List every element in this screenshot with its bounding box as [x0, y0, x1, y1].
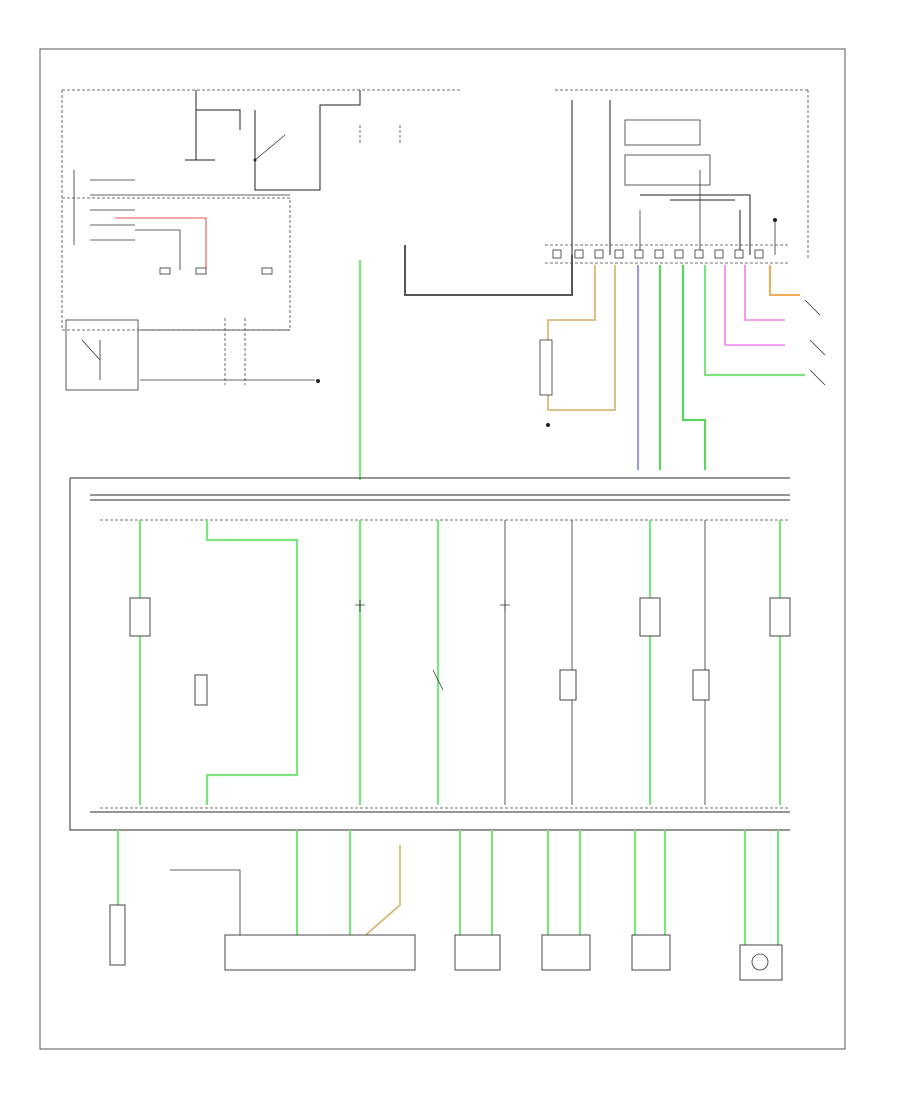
relay-switch	[254, 134, 286, 161]
relay-module-box	[65, 319, 139, 391]
door-lock-switch-1	[129, 597, 151, 637]
ground-point-a	[316, 379, 320, 383]
ground-point-b	[773, 218, 777, 222]
switch-pink-wire	[115, 217, 207, 270]
tan-connector	[539, 339, 553, 396]
switch-gray-wire	[135, 229, 181, 270]
relay-body	[254, 90, 361, 191]
bottom-switch-2	[541, 934, 591, 971]
door-lock-switch-3	[639, 597, 661, 637]
combo-switch-conn-3	[261, 267, 273, 275]
tan-wire-right-2	[547, 265, 616, 411]
bottom-lamp-box	[739, 944, 783, 981]
lamp-icon-2	[500, 600, 510, 612]
green-wire-r2	[681, 265, 707, 470]
bottom-switch-1	[454, 934, 501, 971]
right-relay-inner	[624, 154, 711, 186]
junction-box-outline	[69, 477, 790, 831]
magenta-wire	[724, 265, 785, 346]
right-relay-box	[624, 119, 701, 146]
spiral-cable-conn	[109, 904, 126, 966]
relay-contact	[253, 158, 257, 162]
door-lock-switch-5	[769, 597, 791, 637]
diagram-border	[39, 48, 846, 1050]
orange-wire	[769, 265, 800, 296]
green-wire-r3	[703, 265, 805, 377]
combo-switch-conn-1	[159, 267, 171, 275]
relay-module-dash	[224, 318, 246, 385]
right-connector-pins	[552, 249, 764, 259]
right-connector-row	[545, 244, 790, 264]
magenta-wire-2	[744, 265, 785, 321]
branch-2	[205, 520, 299, 805]
relay-module-switch	[81, 339, 101, 380]
ground-point-c	[546, 423, 550, 427]
right-block-wire-3	[640, 194, 751, 255]
top-section	[61, 89, 826, 480]
combo-switch-conn-2	[195, 267, 207, 275]
switch-icon-1	[432, 669, 444, 691]
door-lock-switch-2	[559, 669, 577, 701]
bottom-switch-3	[631, 934, 671, 971]
switch-lines	[90, 179, 135, 241]
lamp-icon-1	[355, 600, 365, 612]
lamp-icon-bottom	[751, 953, 769, 971]
bottom-tan-wire	[359, 845, 401, 941]
right-block-wire-4	[670, 199, 741, 255]
door-lock-switch-4	[692, 669, 710, 701]
tan-wire-right	[547, 265, 596, 340]
right-side-switch	[804, 299, 826, 386]
power-window-assembly	[224, 934, 416, 971]
indicator-1	[194, 674, 208, 706]
bottom-section	[109, 830, 783, 981]
black-thick-wire	[404, 245, 573, 296]
middle-section	[69, 477, 791, 831]
fuse-wire-b	[196, 109, 241, 130]
